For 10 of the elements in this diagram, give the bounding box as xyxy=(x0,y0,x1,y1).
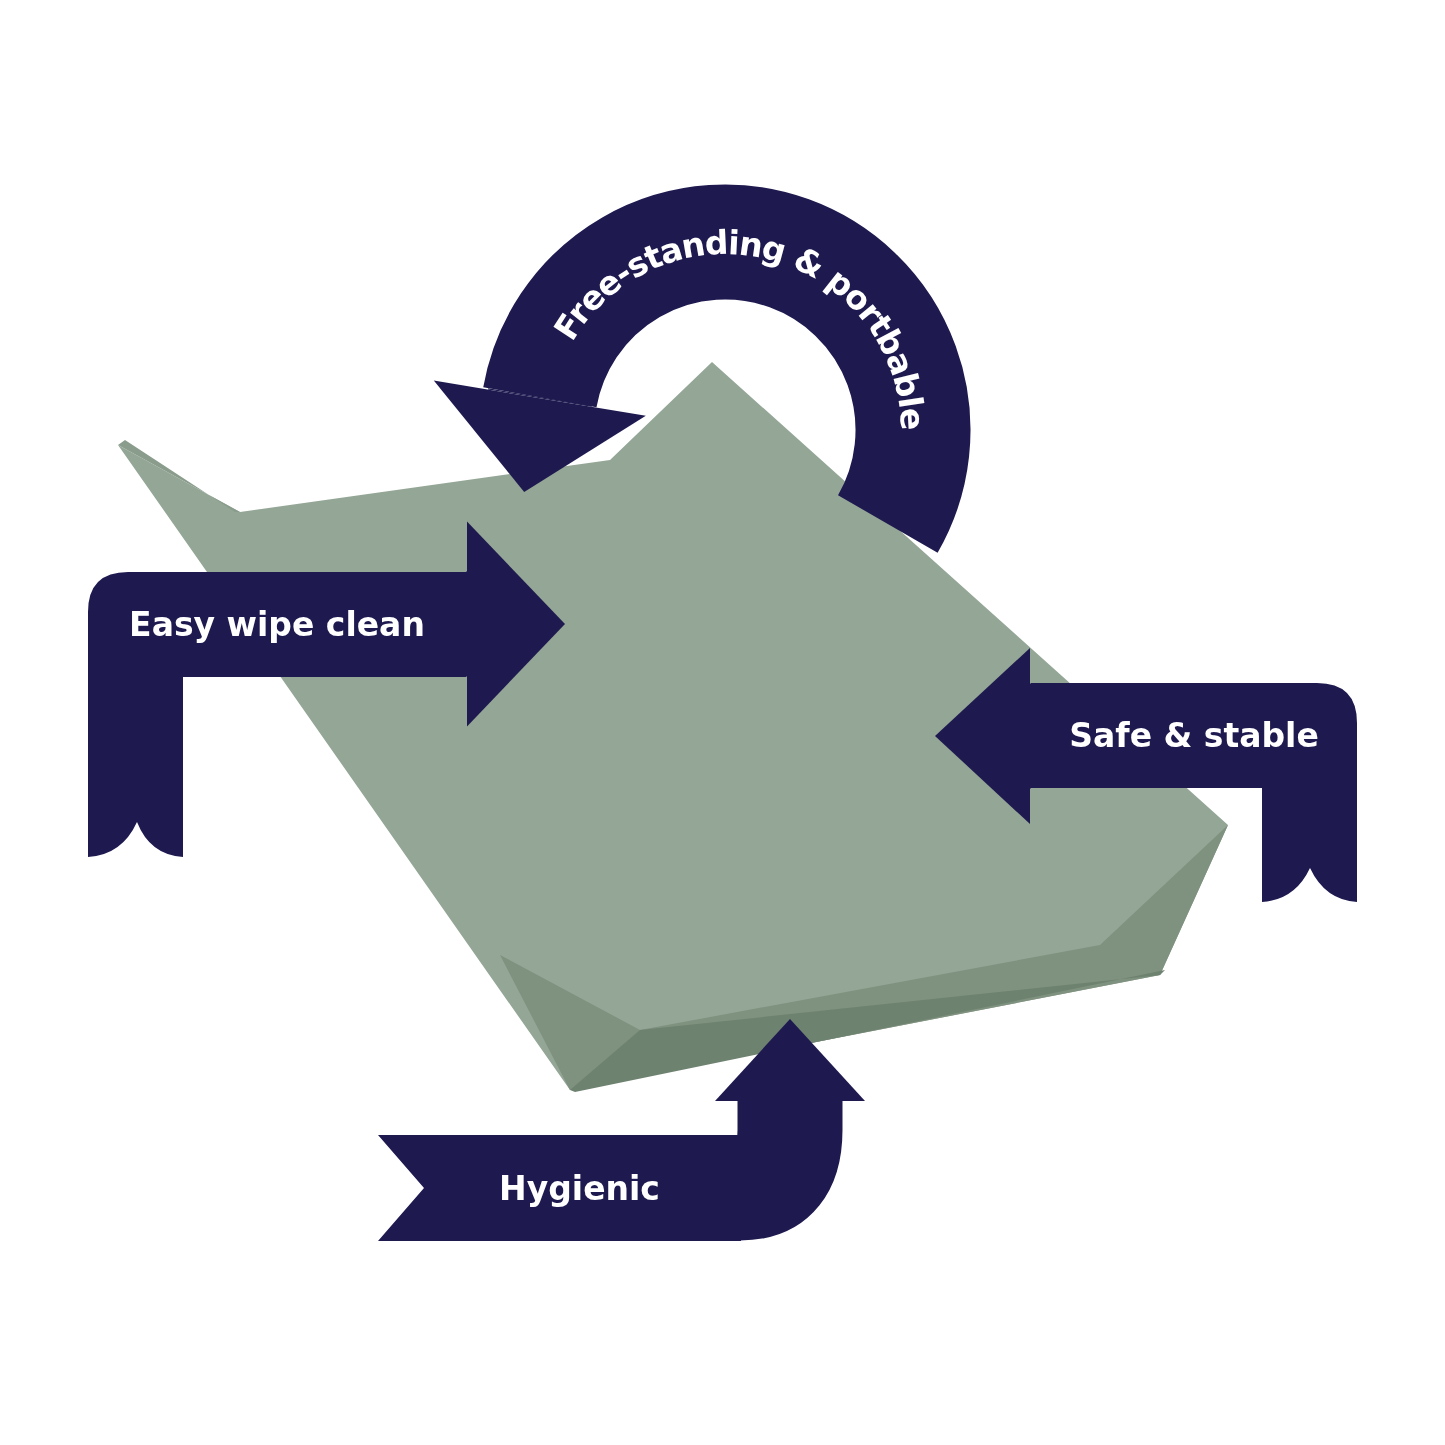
arrow xyxy=(466,521,565,727)
ribbon-banner xyxy=(1031,683,1357,902)
arrow xyxy=(433,380,646,492)
banner-label: Hygienic xyxy=(499,1168,660,1208)
ribbon-banner xyxy=(378,1135,741,1241)
ribbon-banner xyxy=(88,572,466,857)
arrow xyxy=(715,1019,865,1241)
banner-label: Safe & stable xyxy=(1069,716,1319,755)
arrow xyxy=(935,648,1031,824)
banner-label: Easy wipe clean xyxy=(129,605,425,644)
